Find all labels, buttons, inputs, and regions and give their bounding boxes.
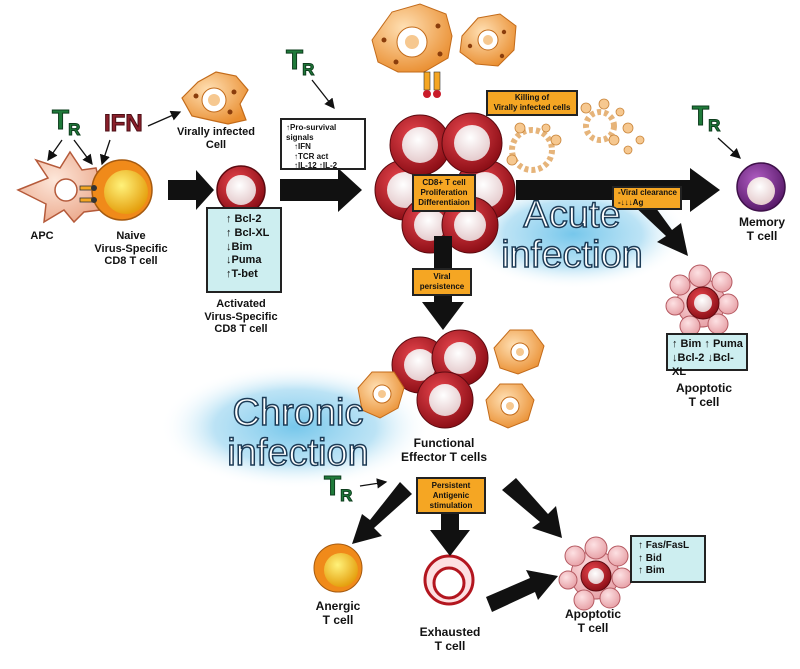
thin-arrows: [47, 79, 741, 489]
tr-label-memory: TR: [691, 100, 720, 136]
viral-clearance-box: -Viral clearance-↓↓↓Ag: [612, 186, 682, 210]
viral-debris-icon: [506, 98, 645, 173]
tr-label-apc: TR: [51, 104, 80, 140]
exhausted-cell-icon: [423, 554, 475, 606]
apc-cell-icon: [16, 150, 102, 224]
virally-infected-cell-icon: [181, 71, 249, 125]
tr-label-chronic: TR: [323, 470, 352, 506]
activated-cell-icon: [216, 165, 266, 215]
apc-label: APC: [30, 230, 54, 242]
tr-label-prosurvival: TR: [285, 44, 314, 80]
memory-cell-icon: [736, 162, 786, 212]
apoptotic-chronic-cell-icon: [558, 536, 633, 611]
apoptotic-acute-cell-icon: [665, 264, 739, 337]
activated-markers-box: ↑ Bcl-2↑ Bcl-XL↓Bim↓Puma↑T-bet: [206, 207, 282, 293]
functional-effector-cells-icon: [357, 329, 545, 429]
anergic-cell-icon: [313, 543, 363, 593]
pro-survival-box: ↑Pro-survival signals↑IFN↑TCR act↑IL-12 …: [280, 118, 366, 170]
apoptotic-acute-markers-box: ↑ Bim ↑ Puma↓Bcl-2 ↓Bcl-XL: [666, 333, 748, 378]
ifn-label: IFN: [104, 110, 144, 138]
naive-cell-icon: [91, 159, 153, 221]
infected-cells-top-icon: [371, 3, 517, 98]
apoptotic-chronic-markers-box: ↑ Fas/FasL↑ Bid↑ Bim: [630, 535, 706, 583]
